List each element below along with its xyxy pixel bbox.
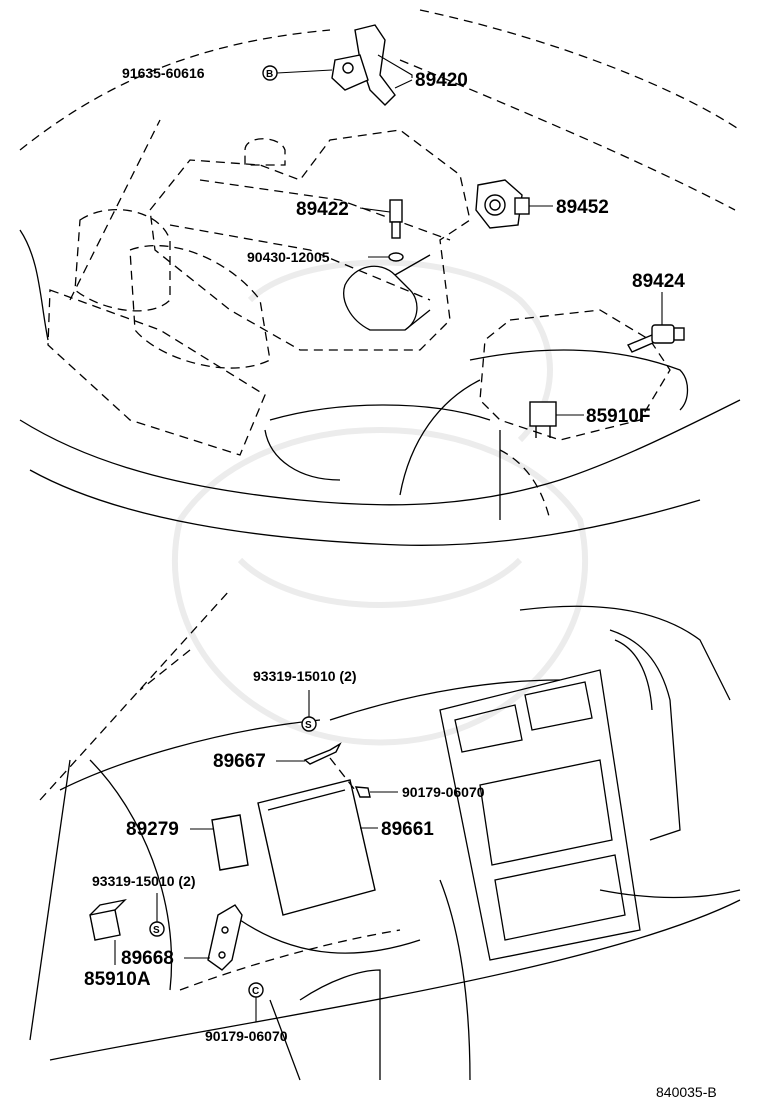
label-93319-top: 93319-15010 (2) [253,668,357,684]
label-89279: 89279 [126,819,179,840]
label-85910a: 85910A [84,969,151,990]
label-90179-top: 90179-06070 [402,784,485,800]
part-89452-sensor [475,179,530,229]
marker-s-top: S [301,716,317,732]
part-89279-label [211,814,249,871]
part-85910a-relay [89,898,127,941]
marker-s-bottom: S [149,921,165,937]
label-89424: 89424 [632,271,685,292]
label-90430: 90430-12005 [247,249,330,265]
part-85910f-relay [529,401,557,438]
part-89424-sensor [626,324,685,353]
svg-text:B: B [266,69,273,80]
part-89667-bracket [303,742,356,791]
engine-bay-outline [19,9,741,546]
label-89420: 89420 [415,70,468,91]
marker-b: B [262,65,278,81]
label-89668: 89668 [121,948,174,969]
marker-c-bottom: C [248,982,264,998]
label-89452: 89452 [556,197,609,218]
label-91635: 91635-60616 [122,65,205,81]
watermark [171,259,589,746]
part-90179-clip-top [354,786,371,798]
svg-text:S: S [305,720,312,731]
label-89667: 89667 [213,751,266,772]
part-89668-bracket [207,904,243,971]
label-85910f: 85910F [586,406,650,427]
part-90430-gasket [388,252,404,262]
svg-text:S: S [153,925,160,936]
label-93319-bottom: 93319-15010 (2) [92,873,196,889]
leader-89420 [377,54,413,78]
diagram-code: 840035-B [656,1084,717,1100]
leader-89422 [359,207,391,213]
part-89422-sensor [389,199,403,239]
leader-89420b [394,79,413,89]
label-90179-bottom: 90179-06070 [205,1028,288,1044]
label-89661: 89661 [381,819,434,840]
svg-text:C: C [252,986,259,997]
label-89422: 89422 [296,199,349,220]
part-89661-ecu [257,779,376,916]
part-89420-sensor [331,24,396,106]
dashboard-outline [29,589,741,1081]
leader-91635 [276,69,333,74]
